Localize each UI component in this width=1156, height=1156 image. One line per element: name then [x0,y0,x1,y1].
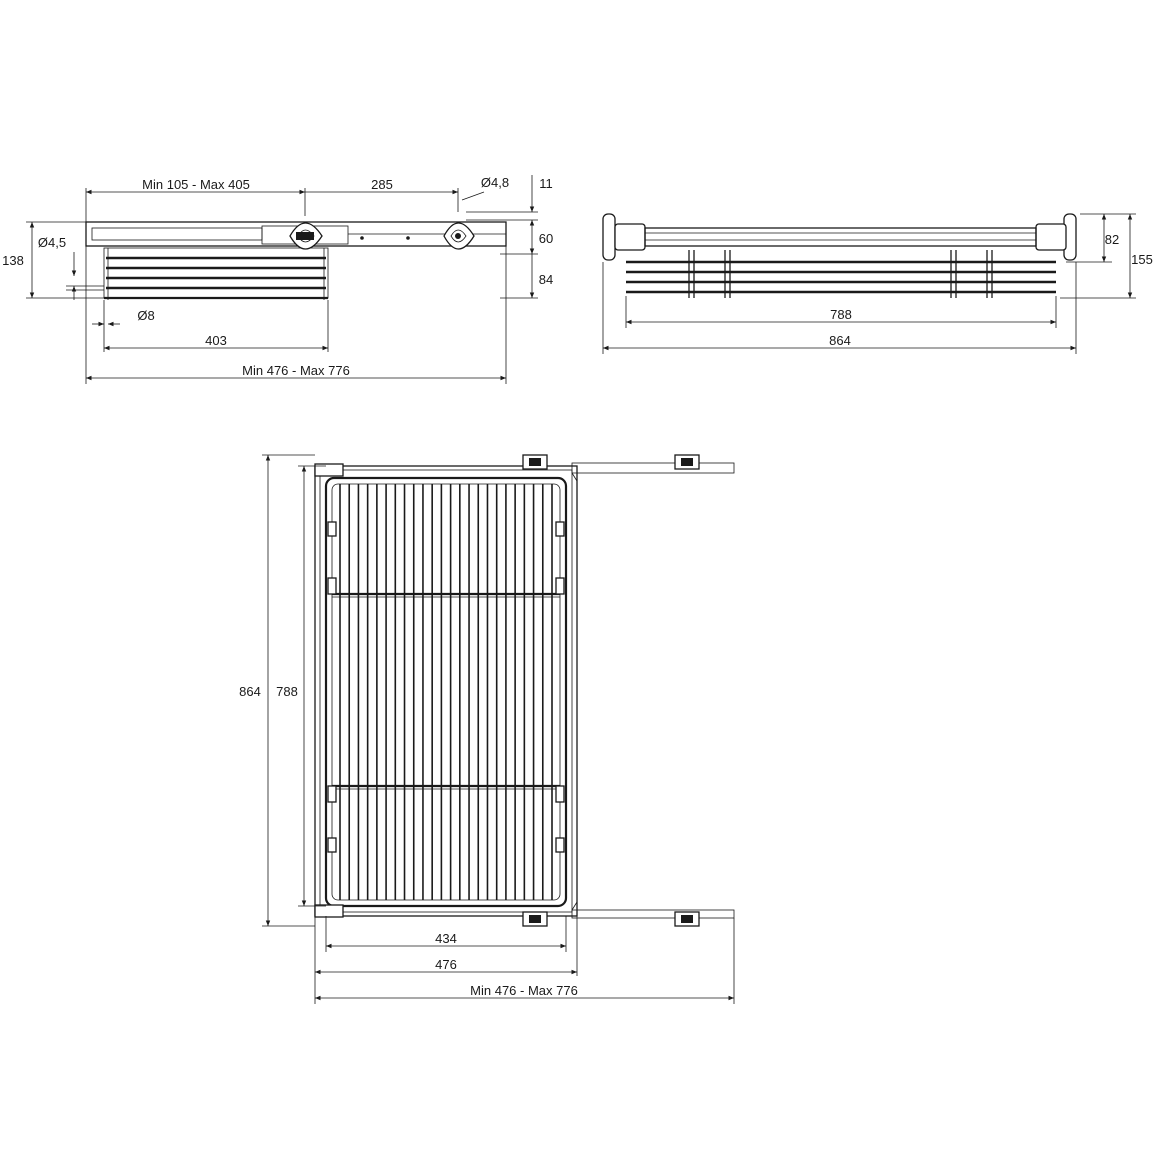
dim-left-138: 138 [2,253,24,268]
basket-frame [314,465,578,917]
dim-front-788: 788 [830,307,852,322]
extension-rail-bottom [571,909,735,919]
left-end-cap-icon [602,213,646,261]
top-view: 864 788 434 476 Min 476 - Max 776 [239,454,735,1004]
dim-front-82: 82 [1105,232,1119,247]
dim-right-84: 84 [539,272,553,287]
bracket-top-left-icon [522,454,548,470]
bracket-top-right-icon [674,454,700,470]
side-view: Min 105 - Max 405 285 Ø4,8 11 60 84 138 … [2,175,553,384]
dim-left-hole: Ø4,5 [38,235,66,250]
front-bracket-icon [289,222,323,250]
front-view: 788 864 82 155 [602,213,1153,354]
extension-rail-top [571,462,735,474]
dim-top-476: 476 [435,957,457,972]
dim-top-864: 864 [239,684,261,699]
dim-top-285: 285 [371,177,393,192]
rear-bracket-icon [443,222,475,250]
dim-top-434: 434 [435,931,457,946]
dim-front-864: 864 [829,333,851,348]
dim-right-60: 60 [539,231,553,246]
basket-grid [339,484,553,900]
dim-right-11: 11 [539,176,553,191]
dim-top-span: Min 476 - Max 776 [470,983,578,998]
dim-front-155: 155 [1131,252,1153,267]
dim-bottom-403: 403 [205,333,227,348]
right-end-cap-icon [1035,213,1077,261]
basket-side [103,247,329,300]
bracket-bottom-right-icon [674,911,700,927]
dim-top-span: Min 105 - Max 405 [142,177,250,192]
dim-top-788: 788 [276,684,298,699]
bracket-bottom-left-icon [522,911,548,927]
dim-bottom-span: Min 476 - Max 776 [242,363,350,378]
dim-bottom-hole: Ø8 [137,308,154,323]
dim-hole-48: Ø4,8 [481,175,509,190]
basket-wire-edge [324,476,568,908]
